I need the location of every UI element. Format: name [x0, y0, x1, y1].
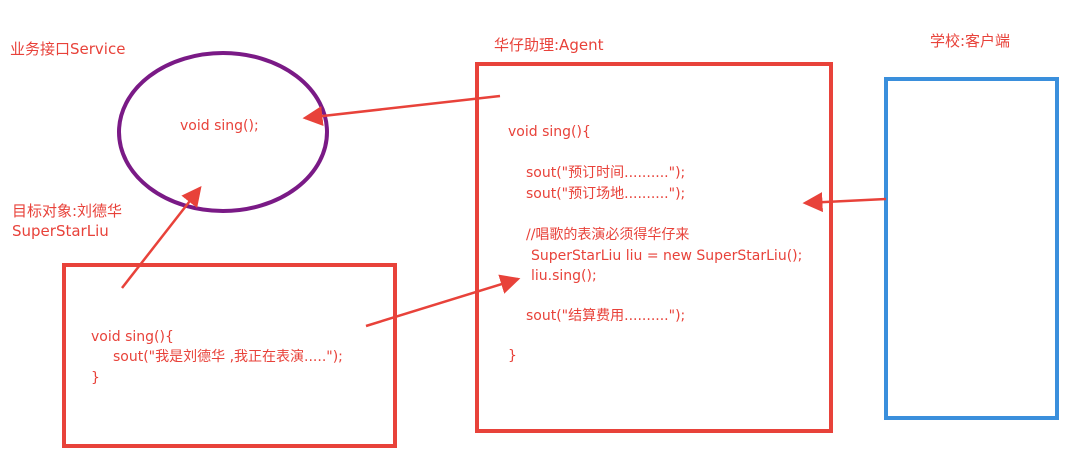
- agent-code-line-4: //唱歌的表演必须得华仔来: [526, 227, 690, 243]
- arrow-target-to-service: [121, 186, 202, 289]
- arrow-agent-to-service: [302, 94, 501, 126]
- service-label: 业务接口Service: [10, 40, 126, 58]
- client-box: [884, 77, 1059, 420]
- target-box: [62, 263, 397, 448]
- agent-code-line-1: void sing(){: [508, 124, 591, 140]
- target-code-line-2: sout("我是刘德华 ,我正在表演.....");: [113, 349, 343, 365]
- agent-code-line-5: SuperStarLiu liu = new SuperStarLiu();: [531, 248, 803, 264]
- target-label-name: 目标对象:刘德华: [12, 202, 123, 220]
- agent-label: 华仔助理:Agent: [494, 36, 604, 54]
- target-code-line-1: void sing(){: [91, 329, 174, 345]
- agent-code-line-2: sout("预订时间..........");: [526, 165, 686, 181]
- agent-box: [475, 62, 833, 433]
- client-label: 学校:客户端: [930, 32, 1011, 50]
- service-method: void sing();: [180, 118, 259, 134]
- target-label-class: SuperStarLiu: [12, 222, 109, 240]
- service-interface-ellipse: [117, 51, 329, 213]
- agent-code-line-3: sout("预订场地..........");: [526, 186, 686, 202]
- target-code-line-3: }: [91, 370, 100, 386]
- arrow-client-to-agent: [802, 192, 887, 213]
- arrow-target-to-agent: [365, 274, 521, 328]
- agent-code-line-6: liu.sing();: [531, 268, 597, 284]
- agent-code-line-8: }: [508, 348, 517, 364]
- agent-code-line-7: sout("结算费用..........");: [526, 308, 686, 324]
